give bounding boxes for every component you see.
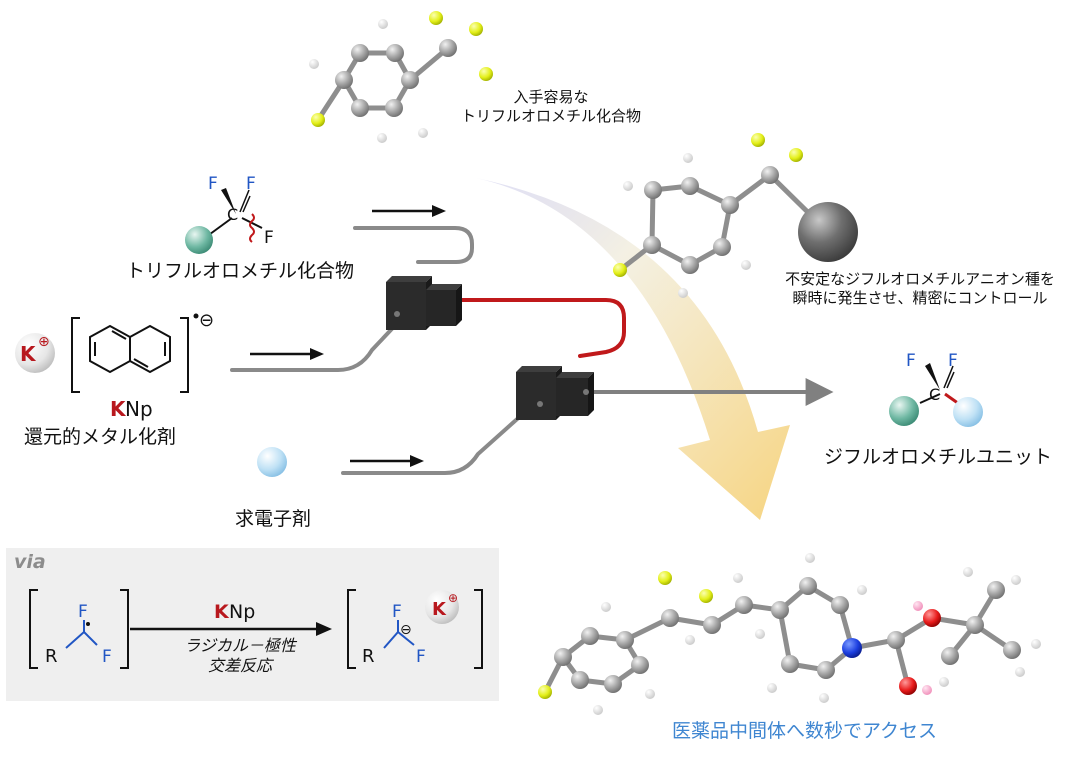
atom-c-left: C — [227, 205, 238, 224]
unit-f-right: F — [948, 351, 958, 371]
knp-potassium: K — [20, 342, 37, 366]
knp-reagent — [15, 313, 199, 393]
reducing-agent-label: 還元的メタル化剤 — [24, 426, 177, 448]
unstable-anion-label: 不安定なジフルオロメチルアニオン種を 瞬時に発生させ、精密にコントロール — [770, 270, 1070, 308]
mech-k-charge: ⊕ — [448, 591, 458, 605]
knp-charge-minus: ⊖ — [199, 310, 214, 331]
atom-f-right: F — [264, 228, 274, 248]
mech-f-top-right: F — [392, 602, 402, 622]
electrophile-label: 求電子剤 — [235, 508, 312, 530]
difluoromethyl-unit-label: ジフルオロメチルユニット — [824, 446, 1053, 468]
direction-arrows — [250, 205, 446, 467]
flow-lines — [230, 226, 834, 475]
atom-f-top-left: F — [208, 174, 218, 194]
trifluoro-compound-label: トリフルオロメチル化合物 — [126, 260, 355, 282]
mech-reagent-k: K — [214, 601, 230, 623]
mechanism — [29, 589, 483, 669]
substituent-sphere-teal — [185, 226, 213, 254]
reaction-conditions: ラジカル－極性 交差反応 — [150, 636, 330, 676]
mech-k: K — [432, 599, 447, 620]
molecule-pharma-atoms — [538, 553, 1041, 715]
mech-f-bottom-right: F — [416, 647, 426, 667]
mech-anion-charge: ⊖ — [400, 622, 412, 638]
mixer-1 — [386, 276, 462, 330]
unit-c: C — [929, 385, 940, 404]
mech-f-top-left: F — [78, 602, 88, 622]
mech-r-right: R — [362, 646, 375, 667]
molecule-anion-atoms — [613, 133, 858, 298]
mech-reagent-np: Np — [229, 601, 255, 623]
trifluoro-easy-label: 入手容易な トリフルオロメチル化合物 — [446, 88, 656, 126]
atom-f-top-right: F — [246, 174, 256, 194]
unstable-anion-line2: 瞬時に発生させ、精密にコントロール — [792, 288, 1048, 307]
mixer-2 — [516, 366, 594, 420]
electrophile-sphere — [257, 447, 287, 477]
trifluoro-easy-line1: 入手容易な — [513, 88, 589, 106]
knp-label-np: Np — [125, 397, 153, 421]
knp-charge-plus: ⊕ — [38, 334, 50, 350]
unstable-anion-line1: 不安定なジフルオロメチルアニオン種を — [785, 270, 1055, 288]
unit-f-left: F — [906, 351, 916, 371]
knp-label-k: K — [110, 397, 127, 421]
reaction-conditions-line2: 交差反応 — [207, 656, 272, 675]
trifluoromethyl-block — [185, 188, 263, 254]
trifluoro-easy-line2: トリフルオロメチル化合物 — [460, 106, 641, 125]
difluoromethyl-unit — [889, 363, 983, 427]
pharma-access-caption: 医薬品中間体へ数秒でアクセス — [672, 720, 938, 742]
process-arrow — [476, 178, 790, 520]
via-label: via — [14, 551, 46, 573]
mech-r-left: R — [45, 646, 58, 667]
molecule-trifluorotoluene-atoms — [309, 11, 493, 143]
reaction-conditions-line1: ラジカル－極性 — [184, 636, 296, 655]
mech-f-bottom-left: F — [102, 647, 112, 667]
